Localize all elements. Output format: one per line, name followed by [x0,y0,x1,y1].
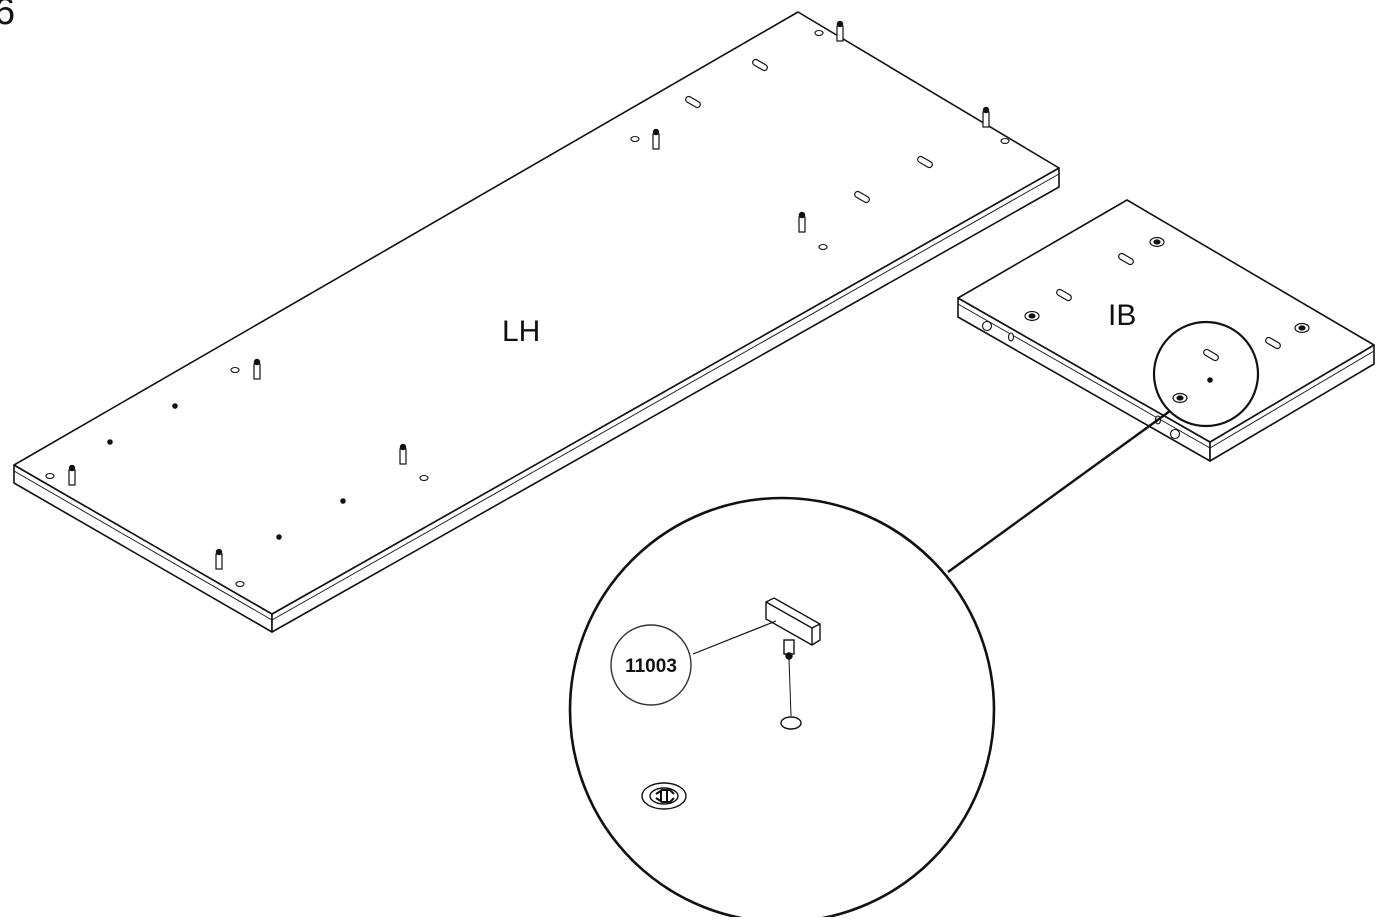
dowel [836,20,844,42]
cam-hole [419,474,429,482]
pilot-hole [1207,377,1213,383]
panel-lh-dowels [68,20,990,570]
panel-lh-slots [685,58,933,204]
t-bolt-head-top [811,623,821,629]
cam-lock [1149,236,1165,248]
panel-ib-cam-locks [1024,236,1310,404]
part-leader-line [692,620,777,655]
part-number-label: 11003 [625,656,677,677]
dowel [253,358,261,380]
t-bolt-shank [783,639,795,655]
part-number-callout: 11003 [610,620,777,706]
cam-hole [818,243,828,251]
panel-ib-slots [1056,252,1281,383]
cam-lock [1172,392,1188,404]
part-bubble [610,624,692,706]
pilot-hole [107,439,113,445]
panel-ib-top-face [957,199,1375,443]
magnified-cam-lock [641,782,687,810]
slot-fitting [917,155,933,169]
panel-lh-label: LH [502,315,540,348]
dowel [399,443,407,465]
slot-fitting [854,190,870,204]
panel-ib-edge-fittings [981,320,1181,440]
t-bolt-tip [785,652,793,660]
dowel [68,464,76,486]
panel-lh-top-face [13,11,1060,615]
panel-ib-label: IB [1108,299,1136,332]
slot-fitting [752,58,768,72]
panel-lh-holes [45,29,1010,588]
edge-hole [1007,332,1015,342]
slot-fitting [1118,252,1134,266]
cam-hole [814,29,824,37]
alignment-line [788,658,792,717]
cam-hole [1000,137,1010,145]
target-hole [780,716,802,730]
edge-dowel [981,320,993,332]
detail-magnified-circle [568,496,996,922]
dowel [798,211,806,233]
pilot-hole [172,403,178,409]
slot-fitting [1265,336,1281,350]
slot-fitting [1203,348,1219,362]
edge-dowel [1169,428,1181,440]
panel-ib [957,199,1375,462]
magnified-fitting [641,597,821,810]
dowel [215,548,223,570]
pilot-hole [340,498,346,504]
detail-callout [568,320,1260,922]
cam-lock [1024,310,1040,322]
panel-ib-edge-line [957,303,1375,449]
cam-hole [630,135,640,143]
detail-leader-line [947,410,1171,573]
slot-fitting [1056,288,1072,302]
panel-lh [13,11,1060,633]
pilot-hole [276,534,282,540]
cam-hole [235,580,245,588]
step-number: 6 [0,0,15,33]
dowel [982,106,990,128]
cam-hole [45,472,55,480]
slot-fitting [685,95,701,109]
panel-lh-edge-line [13,173,1060,621]
cam-lock [1294,322,1310,334]
detail-focus-circle [1152,320,1260,428]
cam-hole [230,366,240,374]
dowel [652,128,660,150]
